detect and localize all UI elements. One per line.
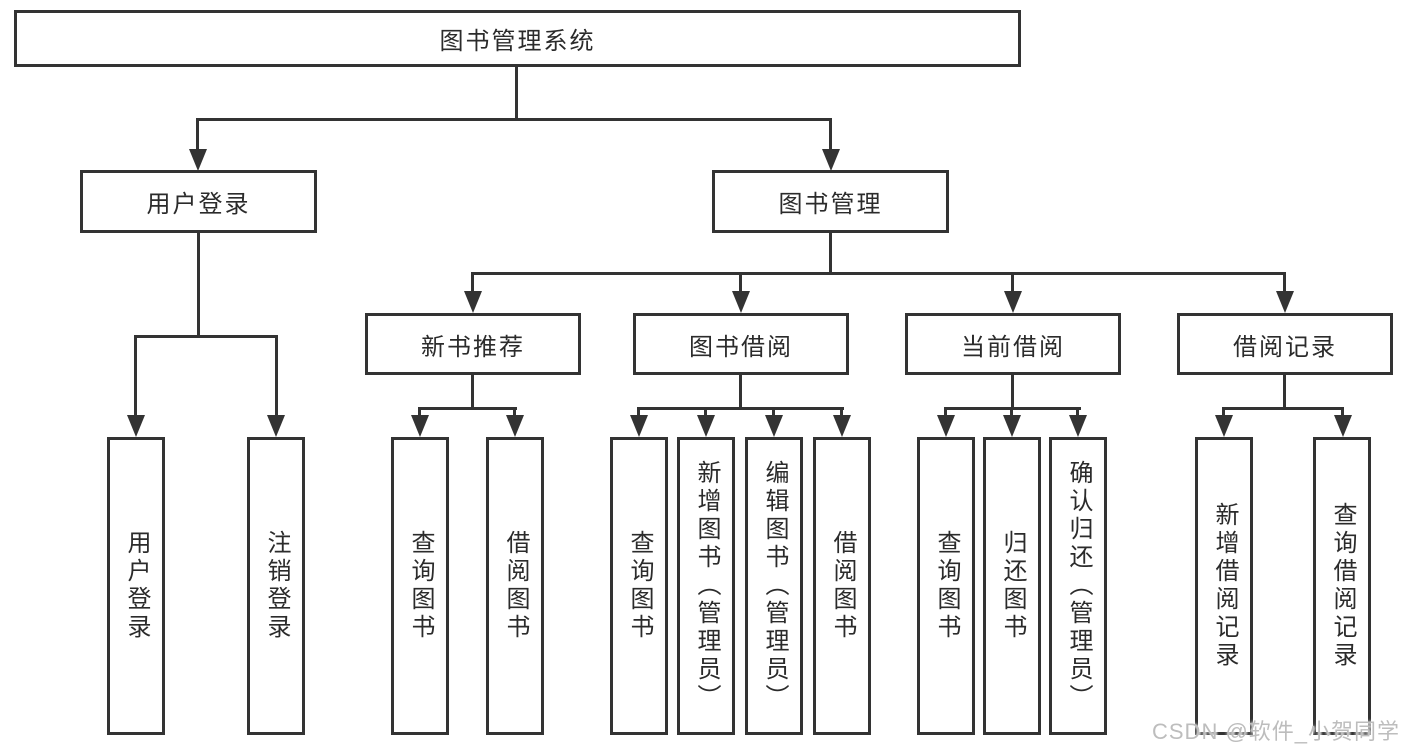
connector-arrow-down [411, 415, 429, 437]
node-book-borrowing: 图书借阅 [633, 313, 849, 375]
connector-line [739, 375, 742, 409]
connector-line [1011, 272, 1014, 293]
leaf-label: 查询借阅记录 [1329, 502, 1356, 670]
connector-arrow-down [697, 415, 715, 437]
connector-line [471, 272, 1286, 275]
leaf-label: 用户登录 [123, 530, 150, 642]
connector-line [513, 407, 516, 417]
connector-line [1010, 407, 1013, 417]
connector-arrow-down [1003, 415, 1021, 437]
leaf-borrow-books-recommend: 借阅图书 [486, 437, 544, 735]
connector-line [134, 335, 278, 338]
leaf-label: 注销登录 [263, 530, 290, 642]
connector-line [829, 118, 832, 151]
node-current-borrowing: 当前借阅 [905, 313, 1121, 375]
connector-line [275, 335, 278, 417]
leaf-user-login: 用户登录 [107, 437, 165, 735]
connector-line [1222, 407, 1344, 410]
connector-arrow-down [506, 415, 524, 437]
connector-arrow-down [765, 415, 783, 437]
node-label: 当前借阅 [961, 333, 1065, 361]
node-new-book-recommendation: 新书推荐 [365, 313, 581, 375]
connector-arrow-down [1334, 415, 1352, 437]
leaf-label: 查询图书 [407, 530, 434, 642]
leaf-confirm-return-admin: 确认归还（管理员） [1049, 437, 1107, 735]
connector-line [1283, 375, 1286, 409]
connector-arrow-down [732, 291, 750, 313]
connector-arrow-down [267, 415, 285, 437]
connector-arrow-down [822, 149, 840, 171]
connector-line [134, 335, 137, 417]
connector-line [196, 118, 832, 121]
connector-arrow-down [1004, 291, 1022, 313]
node-book-management: 图书管理 [712, 170, 949, 233]
leaf-borrow-books-borrowing: 借阅图书 [813, 437, 871, 735]
connector-arrow-down [464, 291, 482, 313]
connector-arrow-down [189, 149, 207, 171]
connector-arrow-down [1215, 415, 1233, 437]
leaf-label: 借阅图书 [829, 530, 856, 642]
leaf-return-books: 归还图书 [983, 437, 1041, 735]
connector-line [772, 407, 775, 417]
node-label: 图书管理系统 [439, 28, 596, 55]
leaf-logout: 注销登录 [247, 437, 305, 735]
leaf-edit-books-admin: 编辑图书（管理员） [745, 437, 803, 735]
connector-arrow-down [1069, 415, 1087, 437]
connector-line [704, 407, 707, 417]
node-label: 用户登录 [146, 191, 251, 218]
leaf-label: 归还图书 [999, 530, 1026, 642]
leaf-label: 编辑图书（管理员） [761, 460, 788, 712]
leaf-label: 确认归还（管理员） [1065, 460, 1092, 712]
leaf-label: 查询图书 [626, 530, 653, 642]
connector-line [1283, 272, 1286, 293]
connector-line [418, 407, 421, 417]
connector-line [418, 407, 517, 410]
connector-line [1341, 407, 1344, 417]
leaf-query-borrow-record: 查询借阅记录 [1313, 437, 1371, 735]
connector-line [637, 407, 640, 417]
connector-arrow-down [1276, 291, 1294, 313]
connector-line [829, 233, 832, 274]
connector-line [471, 375, 474, 409]
leaf-label: 借阅图书 [502, 530, 529, 642]
connector-arrow-down [630, 415, 648, 437]
connector-line [197, 233, 200, 337]
connector-line [1222, 407, 1225, 417]
connector-line [739, 272, 742, 293]
connector-line [196, 118, 199, 151]
leaf-label: 新增图书（管理员） [693, 460, 720, 712]
connector-line [515, 67, 518, 120]
node-label: 图书借阅 [689, 333, 793, 361]
leaf-query-books-current: 查询图书 [917, 437, 975, 735]
leaf-label: 新增借阅记录 [1211, 502, 1238, 670]
leaf-label: 查询图书 [933, 530, 960, 642]
node-label: 图书管理 [778, 191, 883, 218]
connector-arrow-down [833, 415, 851, 437]
connector-line [944, 407, 947, 417]
node-library-management-system: 图书管理系统 [14, 10, 1021, 67]
connector-line [637, 407, 844, 410]
leaf-add-borrow-record: 新增借阅记录 [1195, 437, 1253, 735]
connector-line [840, 407, 843, 417]
connector-line [471, 272, 474, 293]
node-user-login: 用户登录 [80, 170, 317, 233]
leaf-add-books-admin: 新增图书（管理员） [677, 437, 735, 735]
node-label: 借阅记录 [1233, 333, 1337, 361]
connector-arrow-down [937, 415, 955, 437]
node-label: 新书推荐 [421, 333, 525, 361]
csdn-watermark: CSDN @软件_小贺同学 [1152, 719, 1401, 744]
connector-line [1076, 407, 1079, 417]
leaf-query-books-recommend: 查询图书 [391, 437, 449, 735]
node-borrowing-records: 借阅记录 [1177, 313, 1393, 375]
leaf-query-books-borrowing: 查询图书 [610, 437, 668, 735]
connector-arrow-down [127, 415, 145, 437]
connector-line [1011, 375, 1014, 409]
